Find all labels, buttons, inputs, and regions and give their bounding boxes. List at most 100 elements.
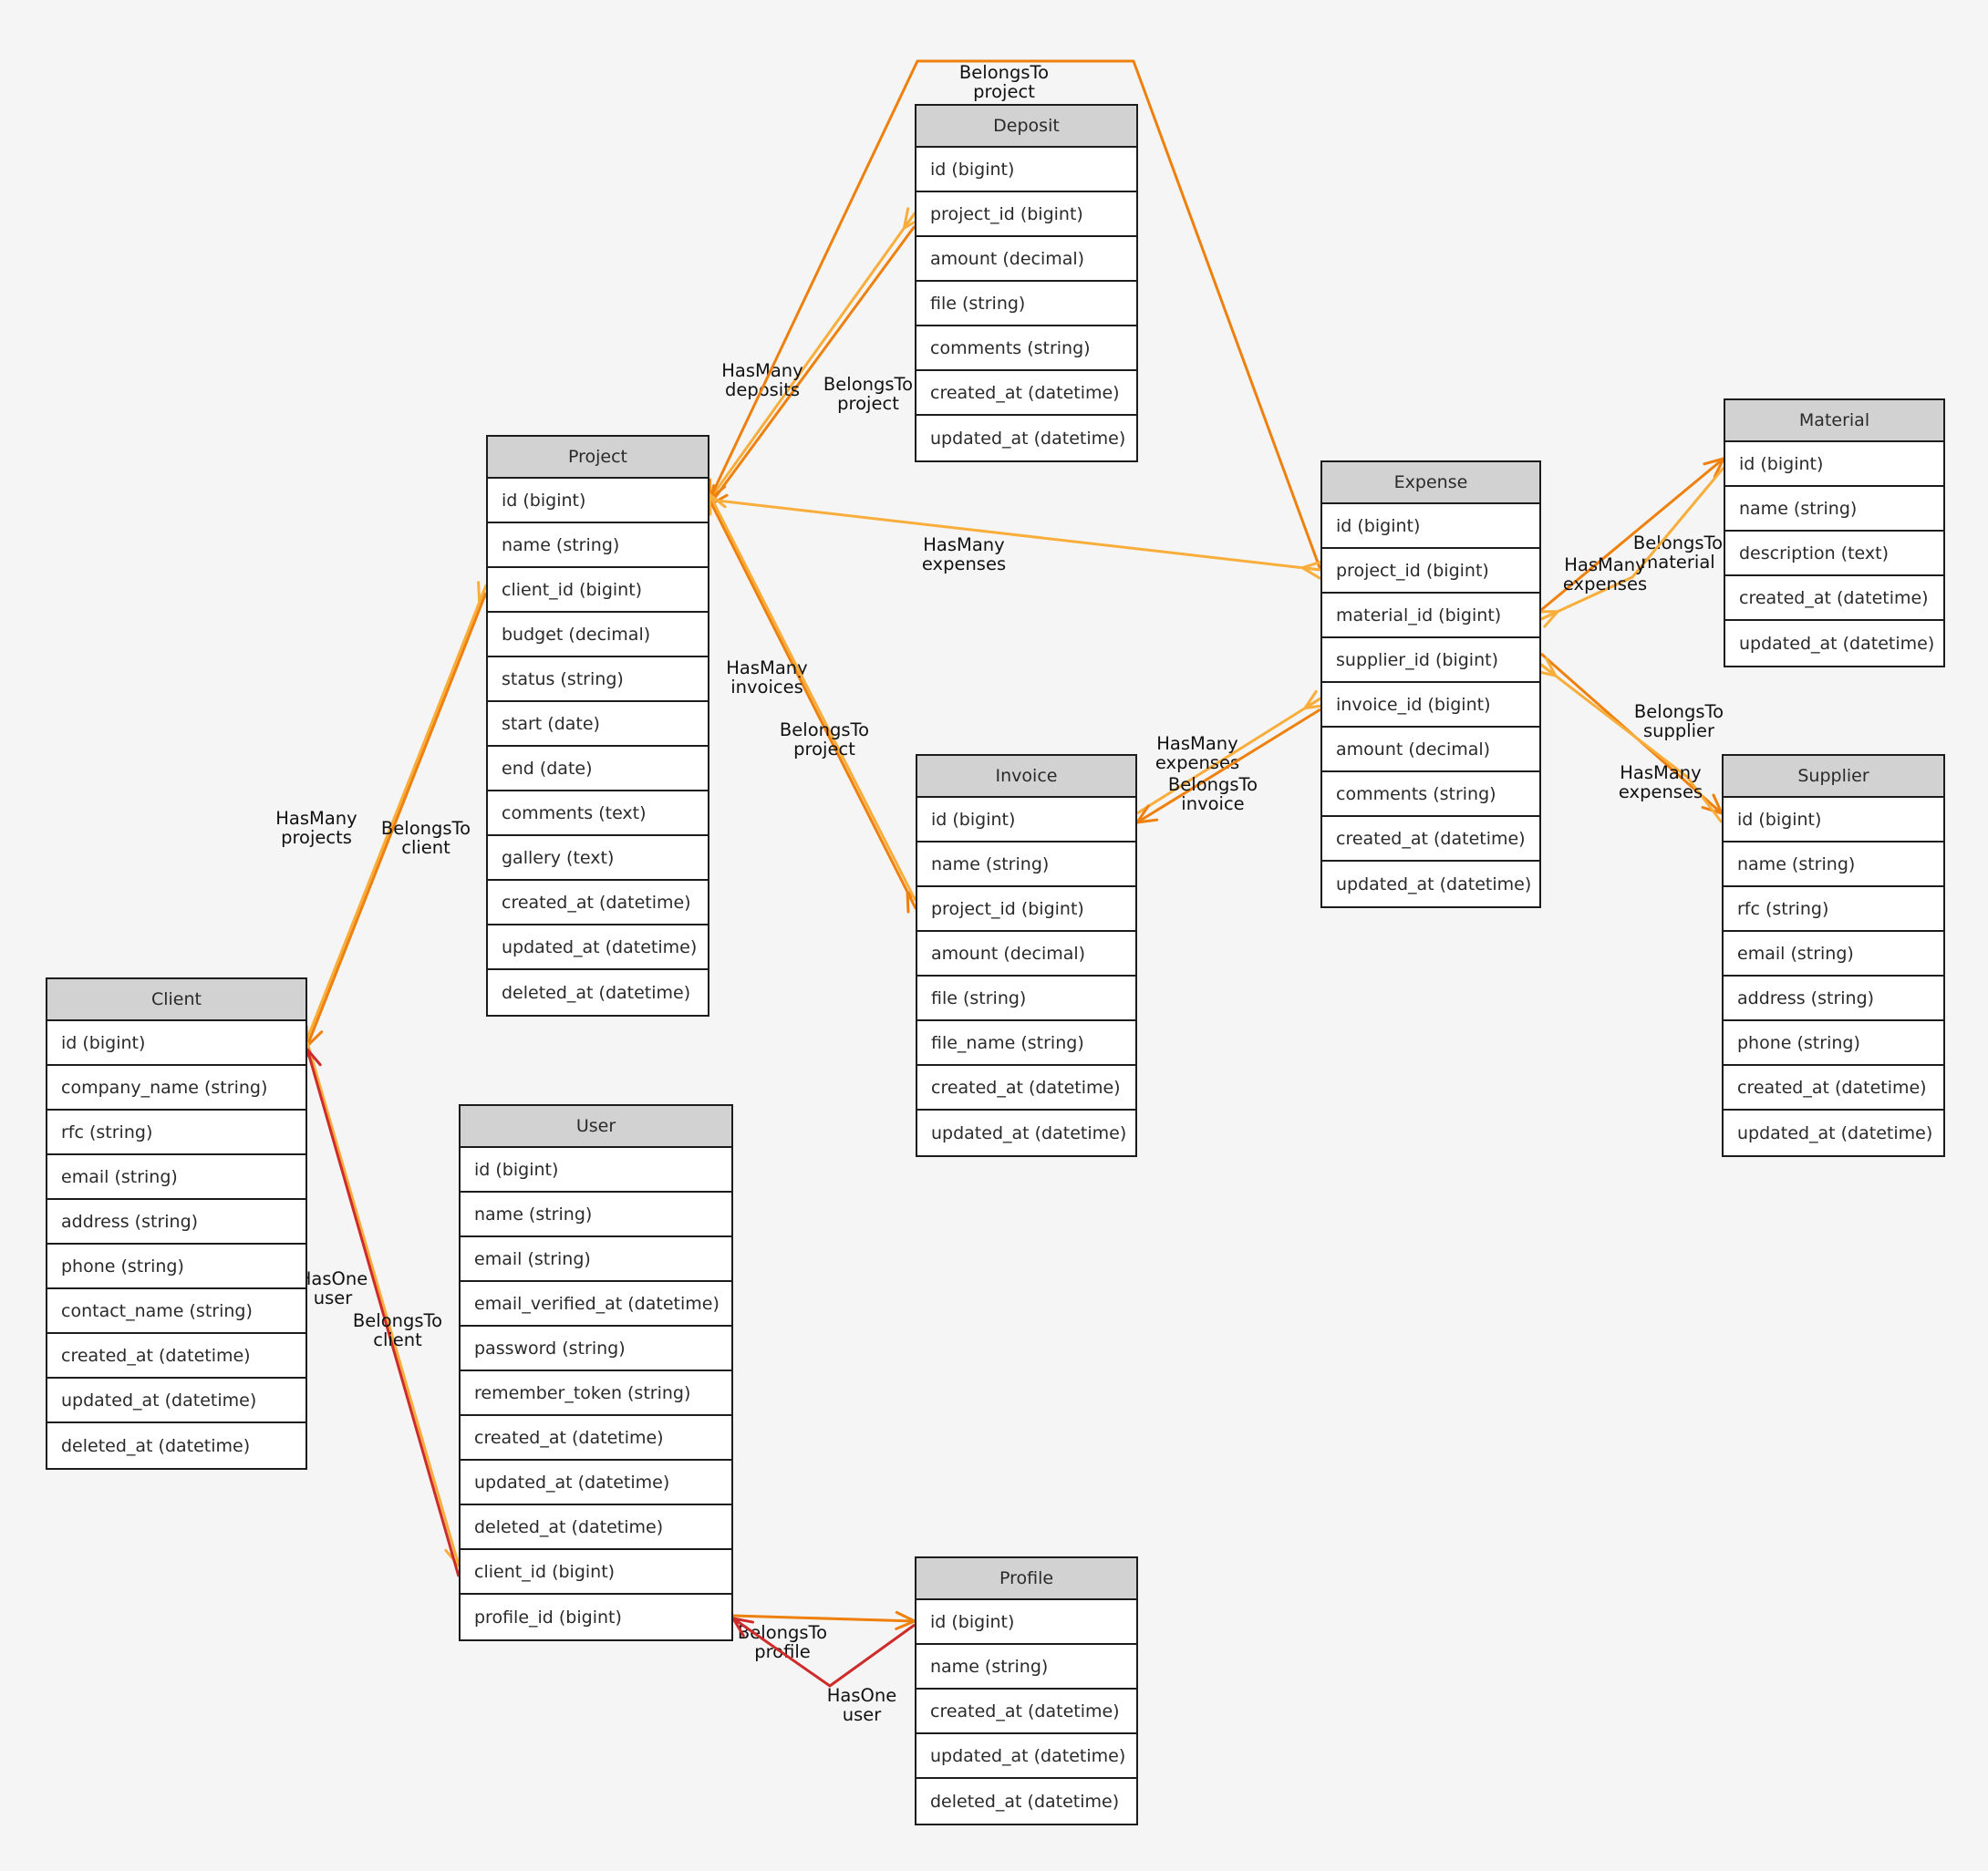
edge-label-line: HasMany xyxy=(923,534,1004,555)
edge-user-belongsto-client xyxy=(305,1049,461,1577)
edge-label-line: HasMany xyxy=(1156,733,1237,754)
edge-label-line: supplier xyxy=(1643,720,1715,741)
vee-arrowhead-icon xyxy=(1135,804,1159,824)
field-row-material-name: name (string) xyxy=(1725,487,1943,532)
field-row-supplier-email: email (string) xyxy=(1724,932,1943,977)
vee-arrowhead-icon xyxy=(895,1610,916,1630)
edge-expense-belongsto-material xyxy=(1540,457,1724,612)
edge-client-hasone-user xyxy=(305,1041,461,1566)
edge-label-line: HasMany xyxy=(721,360,802,381)
field-row-client-contact_name: contact_name (string) xyxy=(47,1289,305,1334)
edge-label-line: client xyxy=(401,837,450,858)
field-row-profile-name: name (string) xyxy=(916,1645,1136,1690)
edge-label-line: HasOne xyxy=(827,1685,896,1706)
field-row-supplier-created_at: created_at (datetime) xyxy=(1724,1066,1943,1111)
edge-label-line: expenses xyxy=(1619,781,1703,802)
field-row-expense-id: id (bigint) xyxy=(1322,504,1539,549)
edge-label-line: HasMany xyxy=(726,657,807,678)
field-row-expense-material_id: material_id (bigint) xyxy=(1322,594,1539,638)
edge-client-hasmany-projects xyxy=(305,584,488,1039)
field-row-expense-created_at: created_at (datetime) xyxy=(1322,817,1539,862)
field-row-project-created_at: created_at (datetime) xyxy=(488,881,708,925)
field-row-client-email: email (string) xyxy=(47,1155,305,1200)
field-row-expense-invoice_id: invoice_id (bigint) xyxy=(1322,683,1539,728)
edge-label-line: projects xyxy=(281,827,352,848)
field-row-client-updated_at: updated_at (datetime) xyxy=(47,1379,305,1423)
field-row-user-updated_at: updated_at (datetime) xyxy=(461,1461,731,1505)
edge-profile-hasone-user xyxy=(732,1617,916,1688)
vee-arrowhead-icon xyxy=(731,1617,755,1638)
field-row-profile-updated_at: updated_at (datetime) xyxy=(916,1734,1136,1779)
entity-title-client: Client xyxy=(47,979,305,1021)
edge-label-line: project xyxy=(837,393,899,414)
edge-supplier-hasmany-expenses xyxy=(1540,663,1724,823)
field-row-deposit-created_at: created_at (datetime) xyxy=(916,371,1136,416)
edge-label-line: BelongsTo xyxy=(1634,701,1724,722)
edge-invoice-belongsto-project xyxy=(708,493,917,902)
edge-user-belongsto-profile xyxy=(732,1614,916,1623)
field-row-invoice-file_name: file_name (string) xyxy=(917,1021,1135,1066)
entity-title-expense: Expense xyxy=(1322,462,1539,504)
field-row-material-updated_at: updated_at (datetime) xyxy=(1725,621,1943,666)
edge-invoice-hasmany-expenses xyxy=(1136,697,1321,815)
vee-arrowhead-icon xyxy=(1703,457,1725,479)
field-row-project-budget: budget (decimal) xyxy=(488,613,708,657)
field-row-project-client_id: client_id (bigint) xyxy=(488,568,708,613)
field-row-expense-comments: comments (string) xyxy=(1322,772,1539,817)
field-row-deposit-comments: comments (string) xyxy=(916,326,1136,371)
field-row-material-id: id (bigint) xyxy=(1725,442,1943,487)
field-row-deposit-id: id (bigint) xyxy=(916,148,1136,192)
field-row-client-created_at: created_at (datetime) xyxy=(47,1334,305,1379)
field-row-project-deleted_at: deleted_at (datetime) xyxy=(488,970,708,1015)
field-row-profile-created_at: created_at (datetime) xyxy=(916,1690,1136,1734)
field-row-supplier-address: address (string) xyxy=(1724,977,1943,1021)
edge-label-line: expenses xyxy=(1155,752,1239,773)
field-row-expense-amount: amount (decimal) xyxy=(1322,728,1539,772)
edge-label-line: BelongsTo xyxy=(823,374,913,395)
edge-label-line: BelongsTo xyxy=(1633,532,1723,553)
edge-project-hasmany-deposits xyxy=(708,212,916,501)
field-row-user-created_at: created_at (datetime) xyxy=(461,1416,731,1461)
edge-label-line: client xyxy=(373,1329,422,1350)
entity-title-profile: Profile xyxy=(916,1558,1136,1600)
edge-label-line: invoice xyxy=(1181,793,1244,814)
field-row-user-deleted_at: deleted_at (datetime) xyxy=(461,1505,731,1550)
edge-label-line: user xyxy=(314,1287,354,1308)
field-row-project-id: id (bigint) xyxy=(488,479,708,523)
edge-label-line: BelongsTo xyxy=(353,1310,442,1331)
edge-project-hasmany-expenses xyxy=(709,498,1321,572)
field-row-client-deleted_at: deleted_at (datetime) xyxy=(47,1423,305,1468)
field-row-deposit-file: file (string) xyxy=(916,282,1136,326)
entity-title-material: Material xyxy=(1725,400,1943,442)
field-row-project-status: status (string) xyxy=(488,657,708,702)
edge-label-line: HasOne xyxy=(298,1268,368,1289)
edge-label-line: material xyxy=(1641,552,1714,573)
field-row-client-rfc: rfc (string) xyxy=(47,1111,305,1155)
field-row-invoice-name: name (string) xyxy=(917,842,1135,887)
field-row-profile-id: id (bigint) xyxy=(916,1600,1136,1645)
edge-project-hasmany-invoices xyxy=(708,499,917,909)
edge-label-line: project xyxy=(973,81,1035,102)
field-row-project-comments: comments (text) xyxy=(488,791,708,836)
field-row-deposit-project_id: project_id (bigint) xyxy=(916,192,1136,237)
field-row-project-end: end (date) xyxy=(488,747,708,791)
field-row-supplier-phone: phone (string) xyxy=(1724,1021,1943,1066)
entity-title-supplier: Supplier xyxy=(1724,756,1943,798)
field-row-user-profile_id: profile_id (bigint) xyxy=(461,1595,731,1639)
edge-label-line: HasMany xyxy=(1620,762,1701,783)
